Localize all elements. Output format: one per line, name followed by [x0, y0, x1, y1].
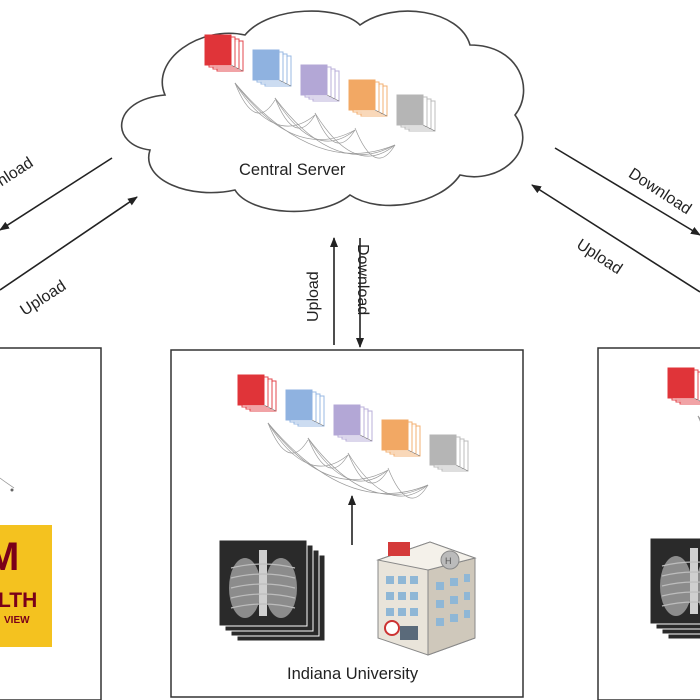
- network-layer-block: [300, 64, 340, 102]
- central-server-label: Central Server: [239, 161, 346, 179]
- layer-connection: [267, 422, 389, 480]
- site-box-right: [597, 347, 700, 700]
- layer-connection: [307, 437, 349, 469]
- neural-network-icon: [237, 374, 469, 499]
- layer-connection: [234, 82, 356, 140]
- xray-image: [218, 539, 308, 627]
- arrow-right-download: [554, 147, 700, 236]
- layer-connection: [267, 422, 349, 467]
- layer-connection: [267, 422, 429, 494]
- network-layer-block: [204, 34, 244, 72]
- layer-connection: [274, 97, 356, 142]
- logo-health-text: LTH: [0, 589, 38, 612]
- neural-network-icon: [204, 34, 436, 159]
- network-layer-block: [667, 367, 700, 405]
- arrow-left-download: [0, 157, 113, 231]
- layer-connection: [307, 437, 429, 495]
- layer-connection: [347, 452, 429, 497]
- network-layer-block: [348, 79, 388, 117]
- layer-connection: [314, 112, 396, 157]
- layer-connection: [267, 422, 309, 454]
- layer-connection: [234, 82, 316, 127]
- neural-network-icon: [667, 367, 700, 422]
- layer-connection: [234, 82, 396, 154]
- cloud-icon: [121, 10, 525, 213]
- network-layer-block: [333, 404, 373, 442]
- layer-connection: [307, 437, 389, 482]
- network-layer-block: [252, 49, 292, 87]
- site-box-center: [170, 349, 524, 698]
- layer-connection: [347, 452, 389, 484]
- arrow-right-upload: [531, 184, 700, 293]
- layer-connection: [274, 97, 316, 129]
- xray-image: [649, 537, 700, 625]
- chest-xray-icon: [218, 539, 326, 642]
- network-layer-block: [381, 419, 421, 457]
- layer-connection: [387, 467, 429, 499]
- svg-text:H: H: [445, 556, 452, 566]
- arrow-left-upload: [0, 196, 138, 291]
- network-layer-block: [237, 374, 277, 412]
- logo-m: M: [0, 535, 20, 579]
- logo-view-text: VIEW: [4, 615, 30, 626]
- site-name-indiana: Indiana University: [287, 665, 419, 683]
- center-download-label: Download: [354, 244, 371, 316]
- site-box-left: [0, 347, 102, 700]
- network-layer-block: [429, 434, 469, 472]
- layer-connection: [314, 112, 356, 144]
- network-connection-fragment: [0, 477, 15, 492]
- chest-xray-icon: [649, 537, 700, 640]
- hospital-building-icon: H: [376, 541, 477, 656]
- layer-connection: [354, 127, 396, 159]
- network-layer-block: [285, 389, 325, 427]
- center-upload-label: Upload: [305, 271, 322, 322]
- layer-connection: [274, 97, 396, 155]
- network-layer-block: [396, 94, 436, 132]
- layer-connection: [234, 82, 276, 114]
- university-logo: M LTH VIEW: [0, 525, 52, 647]
